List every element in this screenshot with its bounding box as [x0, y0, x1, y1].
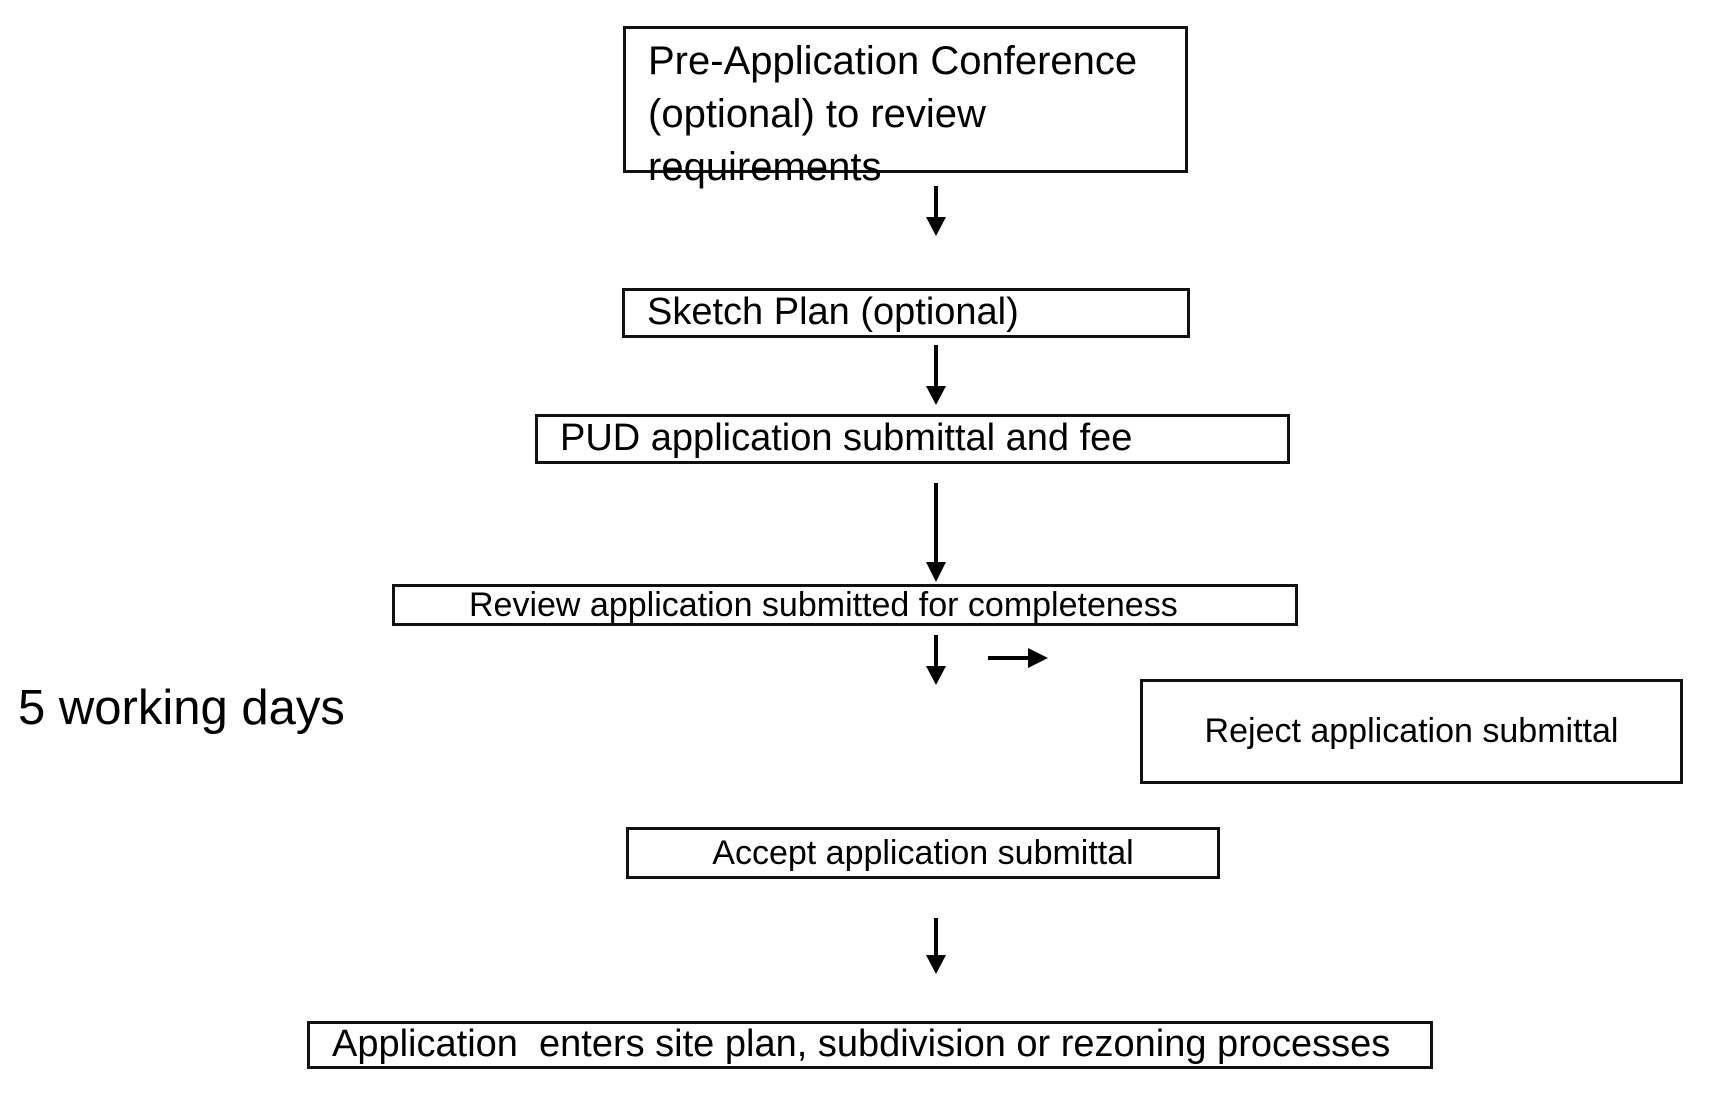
node-pud-application-submittal[interactable]: PUD application submittal and fee: [535, 414, 1290, 464]
node-sketch-plan[interactable]: Sketch Plan (optional): [622, 288, 1190, 338]
arrow-right-icon-review-to-reject: [988, 640, 1050, 676]
arrow-down-icon-sketch-to-pud: [921, 345, 951, 407]
arrow-down-icon-pud-to-review: [921, 483, 951, 583]
node-reject-application-submittal[interactable]: Reject application submittal: [1140, 679, 1683, 784]
node-review-application-completeness-label: Review application submitted for complet…: [469, 585, 1178, 624]
node-accept-application-submittal[interactable]: Accept application submittal: [626, 827, 1220, 879]
label-five-working-days: 5 working days: [18, 681, 345, 735]
node-application-enters-processes[interactable]: Application enters site plan, subdivisio…: [307, 1021, 1433, 1069]
node-reject-application-submittal-label: Reject application submittal: [1204, 712, 1619, 751]
node-accept-application-submittal-label: Accept application submittal: [712, 833, 1134, 872]
arrow-down-icon-review-to-accept: [921, 635, 951, 687]
node-sketch-plan-label: Sketch Plan (optional): [647, 291, 1019, 334]
node-application-enters-processes-label: Application enters site plan, subdivisio…: [332, 1023, 1391, 1066]
arrow-down-icon-preapp-to-sketch: [921, 186, 951, 238]
node-pre-application-conference[interactable]: Pre-Application Conference (optional) to…: [623, 26, 1188, 189]
arrow-down-icon-accept-to-final: [921, 918, 951, 976]
node-review-application-completeness[interactable]: Review application submitted for complet…: [392, 584, 1298, 626]
node-pre-application-conference-label: Pre-Application Conference (optional) to…: [648, 39, 1138, 189]
node-pud-application-submittal-label: PUD application submittal and fee: [560, 417, 1133, 460]
